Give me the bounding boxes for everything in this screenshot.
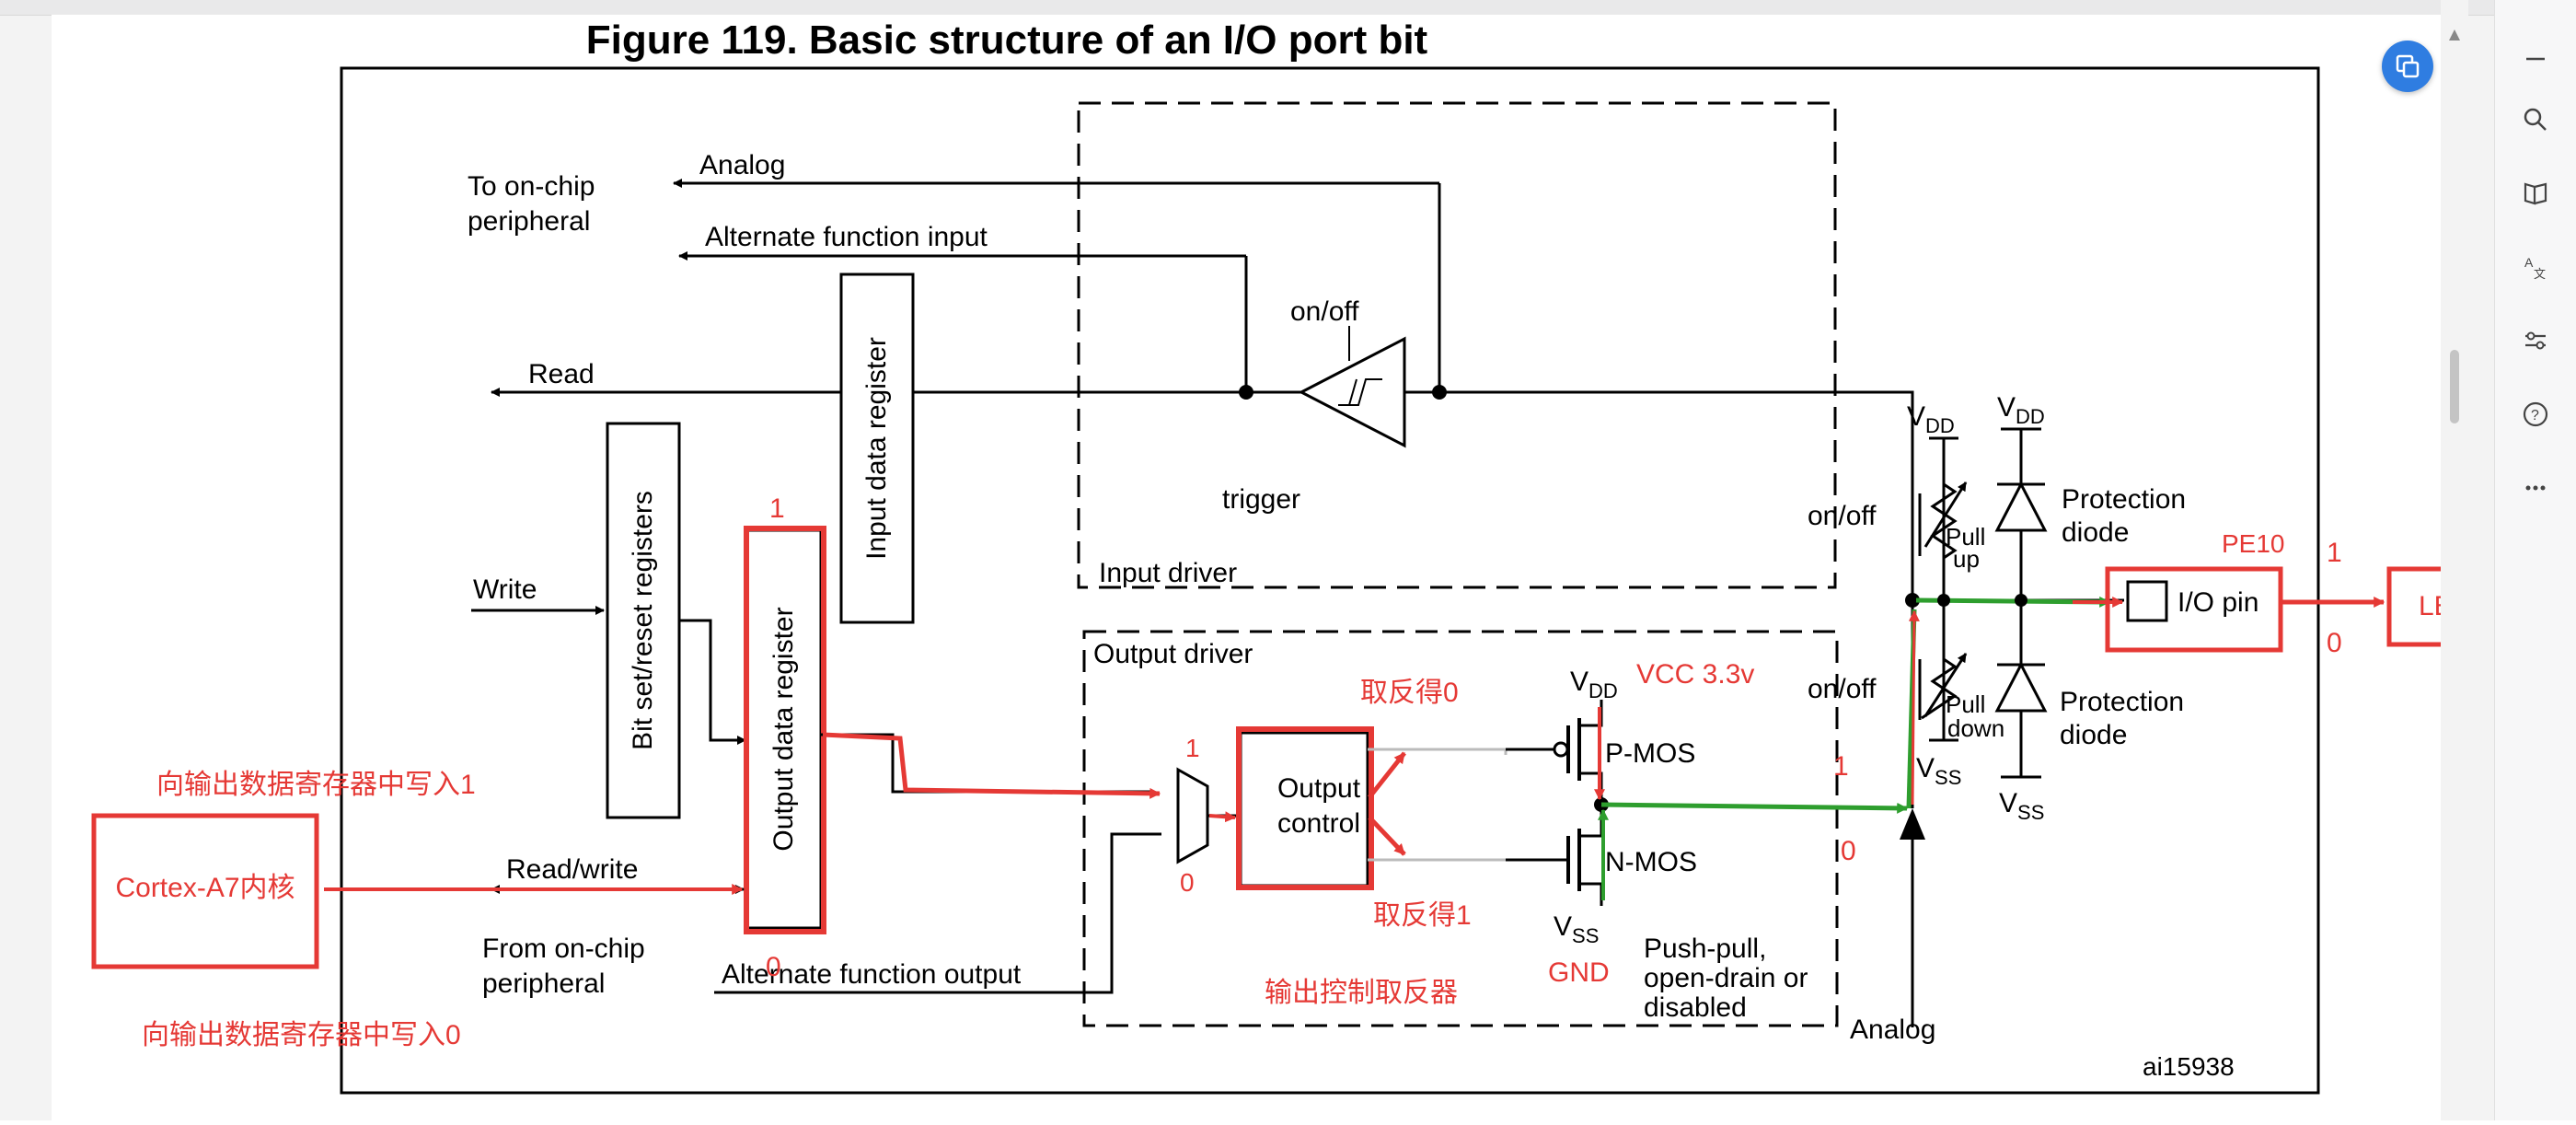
trigger-on-off-label: on/off [1290,296,1359,327]
output-data-register-highlight [744,526,826,934]
protection-diode-top-label-2: diode [2062,517,2129,548]
write-label: Write [473,574,537,605]
invert-0-label: 取反得0 [1360,678,1459,708]
cortex-box [91,813,319,969]
odr-top-1-label: 1 [769,493,785,524]
vss-diode-label: VSS [1999,788,2044,824]
to-onchip-label: To on-chip [468,171,595,202]
svg-text:A: A [2524,255,2534,270]
from-onchip-label: From on-chip [482,934,645,964]
to-onchip-label-2: peripheral [468,206,590,237]
push-pull-label: Push-pull, [1644,934,1766,964]
input-driver-label: Input driver [1099,558,1237,588]
mux-0-label: 0 [1180,868,1195,897]
pull-down-label: Pull [1946,690,1985,718]
node-1-label: 1 [1833,751,1849,782]
pin-0-label: 0 [2327,628,2342,658]
vdd-pullup-label: VDD [1907,401,1955,437]
protection-diode-top-label: Protection [2062,484,2186,515]
bit-set-reset-label: Bit set/reset registers [628,491,658,750]
input-data-register [839,273,915,624]
trigger-label: trigger [1222,484,1300,515]
book-icon[interactable] [2515,173,2556,214]
figure-title: Figure 119. Basic structure of an I/O po… [586,17,1428,63]
output-mux [1176,767,1209,864]
alt-func-output-label: Alternate function output [722,959,1022,990]
cortex-label: Cortex-A7内核 [115,873,295,903]
output-control-highlight [1236,726,1374,890]
gnd-label: GND [1548,957,1610,988]
write-1-annotation: 向输出数据寄存器中写入1 [156,770,476,800]
io-pin-highlight [2105,566,2283,653]
io-port-diagram: Figure 119. Basic structure of an I/O po… [91,17,2441,1095]
pull-up-label: Pull [1946,523,1985,551]
translate-fab-button[interactable] [2382,41,2433,92]
on-off-pullup-label: on/off [1808,501,1877,531]
analog-top-label: Analog [699,150,785,180]
push-pull-label-2: open-drain or [1644,963,1808,993]
pull-up-label-2: up [1953,545,1980,573]
output-control-inverter-label: 输出控制取反器 [1265,978,1458,1008]
alt-func-input-label: Alternate function input [705,222,988,252]
read-write-label: Read/write [506,854,638,885]
figure-frame [340,66,2320,1095]
input-data-register-label: Input data register [861,337,892,560]
pdf-page: Figure 119. Basic structure of an I/O po… [52,15,2441,1120]
protection-diode-bottom-label: Protection [2060,687,2184,717]
pe10-label: PE10 [2222,529,2285,558]
output-control-label: Output [1277,773,1361,804]
nmos-label: N-MOS [1605,847,1697,877]
search-icon[interactable] [2515,99,2556,140]
pull-down-label-2: down [1947,714,2004,742]
sliders-icon[interactable] [2515,320,2556,361]
mux-1-label: 1 [1185,734,1200,762]
vdd-diode-label: VDD [1997,392,2045,428]
vss-pulldown-label: VSS [1916,753,1961,789]
invert-1-label: 取反得1 [1373,900,1472,931]
output-data-register-label: Output data register [768,607,799,851]
svg-text:?: ? [2531,408,2539,423]
figure-id: ai15938 [2143,1052,2235,1081]
vss-out-label: VSS [1554,911,1599,947]
tab-strip [0,0,2494,16]
node-0-label: 0 [1841,836,1856,866]
analog-bottom-label: Analog [1850,1015,1935,1045]
io-pin-square [2126,580,2168,622]
vdd-out-label: VDD [1570,667,1618,702]
output-control-label-2: control [1277,808,1360,839]
help-icon[interactable]: ? [2515,394,2556,435]
vcc-label: VCC 3.3v [1636,659,1754,690]
led-box [2386,566,2441,647]
led-label: LED灯 [2419,591,2441,621]
translate-fab-icon [2396,54,2420,78]
odr-bottom-0-label: 0 [766,952,781,982]
io-pin-label: I/O pin [2177,587,2258,618]
pin-1-label: 1 [2327,538,2342,568]
write-0-annotation: 向输出数据寄存器中写入0 [142,1020,461,1050]
pmos-label: P-MOS [1605,738,1695,769]
protection-diode-bottom-label-2: diode [2060,720,2127,750]
input-driver-box [1077,101,1837,589]
minimize-icon[interactable] [2515,39,2556,79]
svg-text:文: 文 [2534,268,2546,281]
vertical-scrollbar[interactable] [2441,0,2468,1120]
output-driver-label: Output driver [1093,639,1253,669]
on-off-pulldown-label: on/off [1808,674,1877,704]
from-onchip-label-2: peripheral [482,968,605,999]
more-icon[interactable] [2515,468,2556,508]
output-driver-box [1082,630,1839,1027]
read-label: Read [528,359,595,389]
push-pull-label-3: disabled [1644,992,1747,1023]
scrollbar-track [2449,29,2460,423]
